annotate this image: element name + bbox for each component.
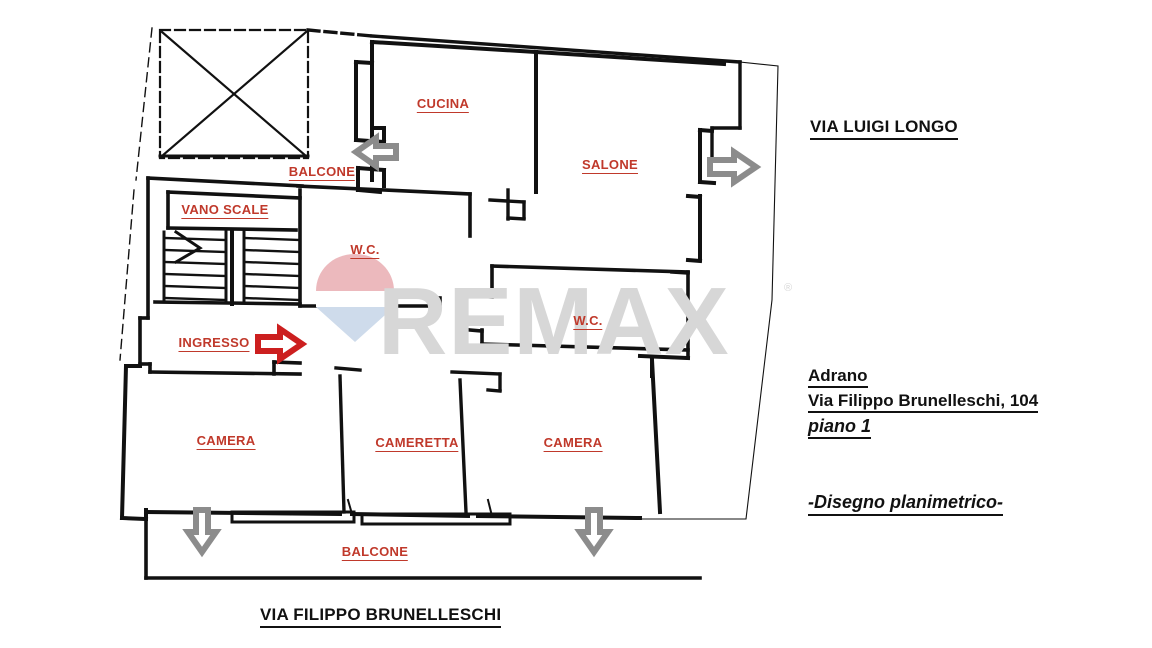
west-survey-line xyxy=(119,27,153,361)
drawing-caption-wrapper: -Disegno planimetrico- xyxy=(808,492,1004,516)
bedroom-partitions xyxy=(334,366,502,514)
room-label-cucina: CUCINA xyxy=(416,96,470,113)
room-label-camera-right: CAMERA xyxy=(543,435,603,452)
address-city: Adrano xyxy=(808,366,868,388)
address-block: Adrano Via Filippo Brunelleschi, 104 pia… xyxy=(808,366,1039,439)
address-floor: piano 1 xyxy=(808,416,872,439)
ingresso-walls xyxy=(138,316,302,376)
west-outer-wall xyxy=(119,363,149,522)
balcony-outer-edge xyxy=(144,517,702,580)
room-label-camera-left: CAMERA xyxy=(196,433,256,450)
street-label-via-filippo-brunelleschi: VIA FILIPPO BRUNELLESCHI xyxy=(260,605,502,628)
room-label-salone: SALONE xyxy=(582,157,638,174)
wc-lower-walls xyxy=(468,264,690,360)
salone-east-wall xyxy=(685,127,717,264)
north-block-walls xyxy=(369,39,727,194)
balcony-rail-ticks xyxy=(346,498,494,518)
room-label-wc-upper: W.C. xyxy=(350,242,380,259)
room-label-ingresso: INGRESSO xyxy=(178,335,250,352)
room-label-vano-scale: VANO SCALE xyxy=(181,202,269,219)
salone-pier xyxy=(488,188,526,221)
drawing-caption: -Disegno planimetrico- xyxy=(808,492,1004,516)
survey-outline xyxy=(639,61,779,520)
room-label-wc-lower: W.C. xyxy=(573,313,603,330)
street-label-via-luigi-longo: VIA LUIGI LONGO xyxy=(810,117,958,140)
plan-geometry xyxy=(119,27,779,580)
room-label-cameretta: CAMERETTA xyxy=(375,435,459,452)
room-label-balcone-bottom: BALCONE xyxy=(341,544,409,561)
staircase xyxy=(162,228,302,306)
vano-scale-enclosure xyxy=(146,176,304,320)
room-label-balcone-top: BALCONE xyxy=(288,164,356,181)
balcony-slab xyxy=(230,510,512,526)
east-outer-wall xyxy=(637,353,691,515)
courtyard-terrace xyxy=(158,28,310,160)
address-street: Via Filippo Brunelleschi, 104 xyxy=(808,391,1039,413)
